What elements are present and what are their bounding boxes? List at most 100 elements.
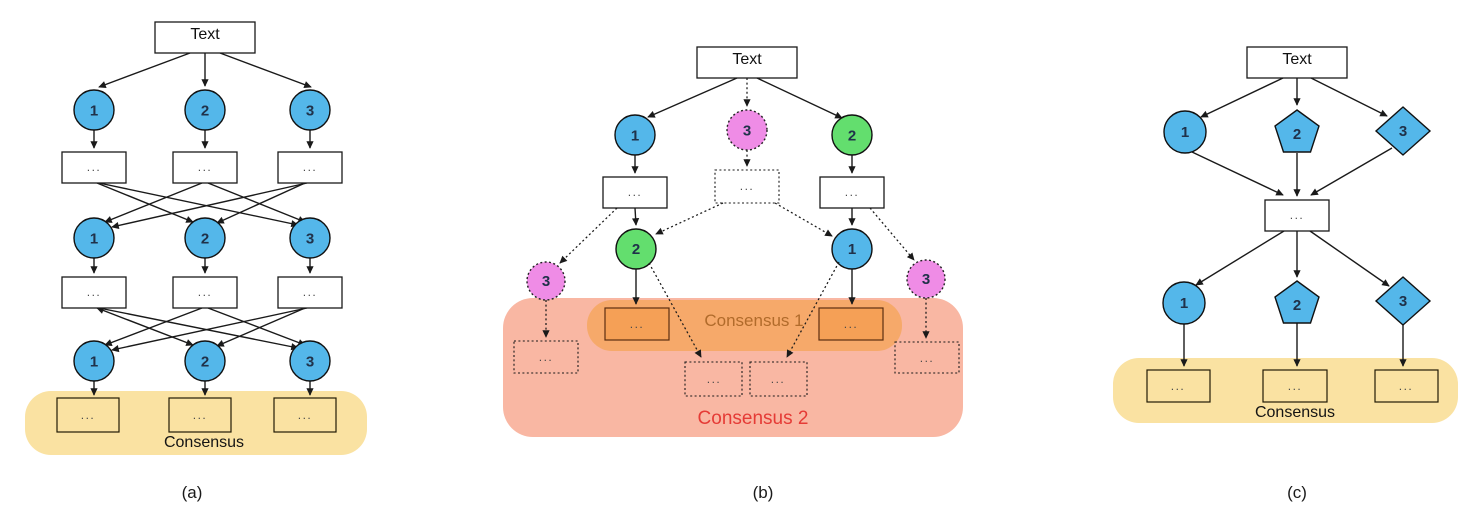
response-dots: ...: [303, 285, 318, 299]
consensus-dots: ...: [298, 408, 313, 422]
caption-b: (b): [753, 483, 774, 502]
agent-node-2: [184, 217, 226, 259]
consensus-box: [1146, 369, 1211, 403]
agent-label: 3: [1399, 293, 1407, 310]
response-dots: ...: [198, 285, 213, 299]
consensus2-dots: ...: [771, 372, 786, 386]
response-box: [172, 151, 238, 184]
agent-label: 1: [1181, 124, 1189, 141]
edge: [647, 77, 738, 118]
response-box: [61, 151, 127, 184]
agent-label: 1: [1180, 295, 1188, 312]
panel-a: Text 1 2 3 ... ... ... 1 2 3 ... ... ...…: [25, 21, 367, 502]
agent-label: 3: [922, 271, 930, 288]
edges-row3-to-consensus: [90, 381, 314, 396]
consensus1-dots: ...: [630, 317, 645, 331]
edge: [655, 202, 724, 235]
response-dots: ...: [198, 160, 213, 174]
caption-a: (a): [182, 483, 203, 502]
response-dots: ...: [845, 185, 860, 199]
edge: [1195, 230, 1285, 286]
edge: [1310, 147, 1393, 196]
shared-response-box: [1264, 199, 1330, 232]
agent-label: 2: [201, 103, 209, 120]
edge: [756, 77, 843, 119]
agent-node-pentagon-2: [1274, 280, 1320, 324]
response-box-dotted: [714, 169, 780, 204]
input-text-label: Text: [190, 26, 220, 43]
agent-label: 2: [632, 241, 640, 258]
agent-label: 3: [743, 123, 751, 140]
edges-text-to-row1: [98, 52, 312, 89]
response-box: [277, 151, 343, 184]
consensus2-box: [749, 361, 808, 397]
consensus-dots: ...: [1171, 379, 1186, 393]
consensus-box: [1374, 369, 1439, 403]
consensus2-dots: ...: [920, 351, 935, 365]
edge: [111, 182, 308, 230]
edge: [96, 307, 194, 346]
consensus1-box: [818, 307, 884, 341]
agent-node-1: [73, 89, 115, 131]
agent-node-circle-1: [1163, 110, 1207, 154]
response-box: [277, 276, 343, 309]
agent-node-1: [73, 340, 115, 382]
edges-row2-to-boxes: [90, 258, 314, 274]
edge: [104, 307, 203, 346]
edge: [559, 207, 618, 264]
agent-node-2: [184, 89, 226, 131]
input-text-box: [154, 21, 256, 54]
consensus1-box: [604, 307, 670, 341]
edge: [219, 52, 312, 89]
agent-label: 3: [542, 273, 550, 290]
consensus1-dots: ...: [844, 317, 859, 331]
input-text-box: [1246, 46, 1348, 79]
edge: [1309, 230, 1390, 287]
consensus-box: [168, 397, 232, 433]
edges-row1-to-box: [1191, 147, 1393, 197]
agent-label: 3: [1399, 123, 1407, 140]
input-text-label: Text: [1282, 51, 1312, 68]
edge: [632, 207, 640, 226]
consensus-dots: ...: [1288, 379, 1303, 393]
agent-label: 1: [90, 354, 98, 371]
consensus-region-label: Consensus: [1255, 404, 1335, 421]
consensus-1-label: Consensus 1: [704, 311, 803, 330]
response-dots: ...: [1290, 208, 1305, 222]
edge: [207, 182, 306, 223]
consensus2-dots: ...: [707, 372, 722, 386]
consensus2-dots: ...: [539, 350, 554, 364]
edges-row1-to-boxes: [90, 130, 314, 149]
consensus-box: [56, 397, 120, 433]
agent-label: 2: [848, 128, 856, 145]
consensus-region: [1113, 358, 1458, 423]
edge: [96, 182, 194, 223]
agent-label: 1: [848, 241, 856, 258]
agent-label: 2: [1293, 297, 1301, 314]
response-dots: ...: [87, 285, 102, 299]
response-dots: ...: [303, 160, 318, 174]
consensus-box: [273, 397, 337, 433]
edge: [1200, 77, 1284, 118]
agent-label: 1: [90, 231, 98, 248]
response-dots: ...: [628, 185, 643, 199]
response-box: [61, 276, 127, 309]
edge: [207, 307, 306, 346]
consensus-region: [25, 391, 367, 455]
edge: [1191, 151, 1284, 196]
edges-crossing-1: [96, 182, 308, 230]
caption-c: (c): [1287, 483, 1307, 502]
edges-row2-to-consensus: [542, 261, 930, 358]
agent-label: 3: [306, 103, 314, 120]
agent-node-3: [289, 217, 331, 259]
consensus-region-label: Consensus: [164, 434, 244, 451]
consensus-2-label: Consensus 2: [698, 408, 809, 429]
edge: [774, 202, 833, 237]
agent-label: 2: [201, 231, 209, 248]
edges-text-to-row1: [1200, 77, 1388, 118]
edge: [869, 207, 915, 261]
agent-label: 1: [631, 128, 639, 145]
agent-node-2: [184, 340, 226, 382]
response-dots: ...: [87, 160, 102, 174]
